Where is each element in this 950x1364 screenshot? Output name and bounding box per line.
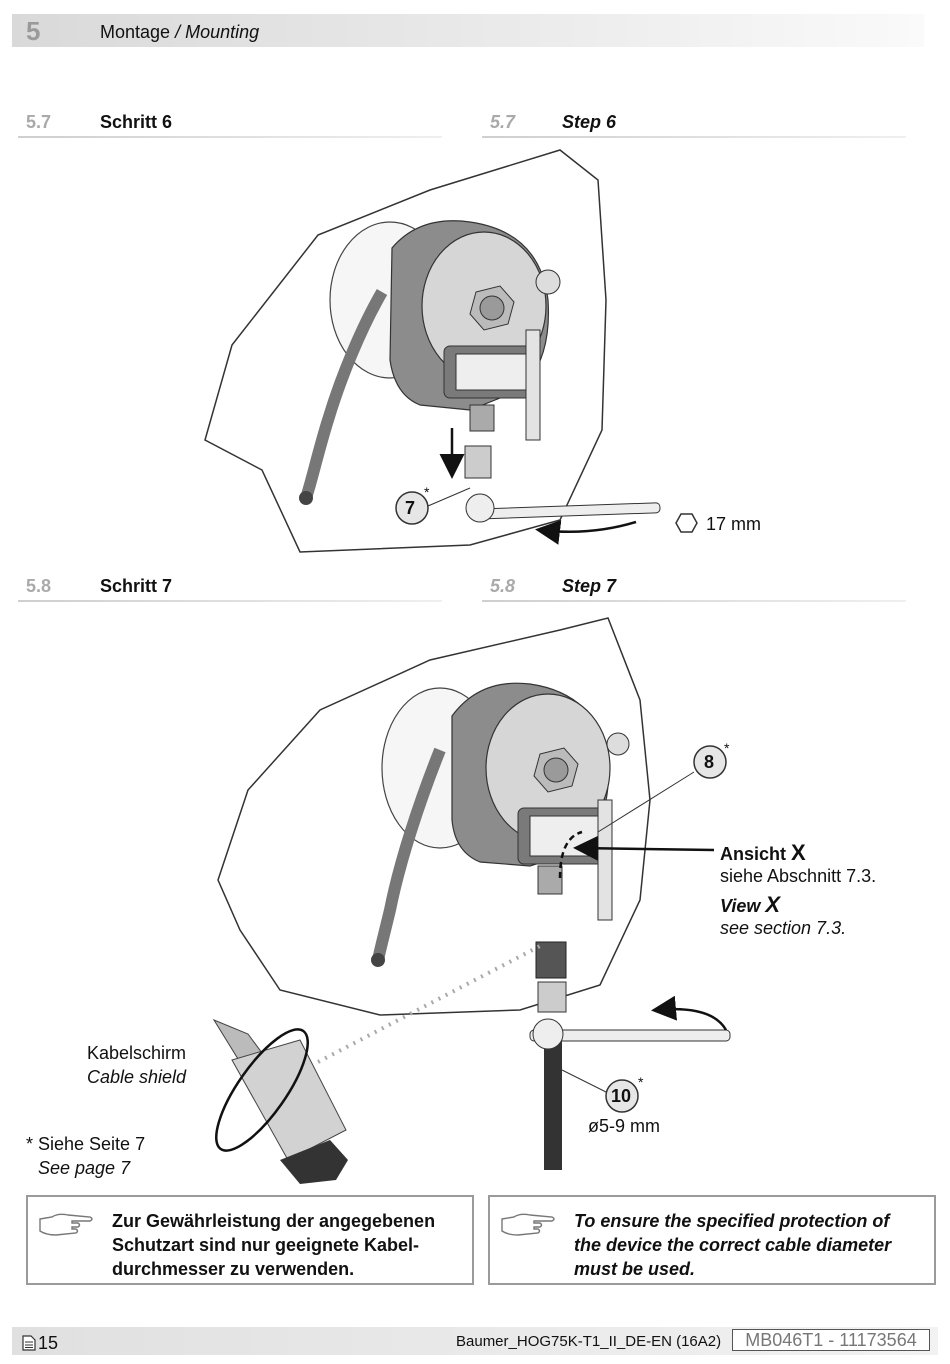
callout-8-mark: * (724, 740, 730, 756)
note-box-de: Zur Gewährleistung der angegebenen Schut… (26, 1195, 474, 1285)
note-line: To ensure the specified protection of (574, 1211, 890, 1231)
hexagon-nut-icon (675, 513, 698, 533)
document-id: MB046T1 - 11173564 (732, 1329, 930, 1351)
note-text-de: Zur Gewährleistung der angegebenen Schut… (112, 1209, 435, 1281)
section-rule (18, 136, 442, 138)
note-line: durchmesser zu verwenden. (112, 1259, 355, 1279)
callout-7-mark: * (424, 484, 430, 500)
page-icon (22, 1335, 36, 1351)
section-rule (18, 600, 442, 602)
document-name: Baumer_HOG75K-T1_II_DE-EN (16A2) (456, 1333, 722, 1350)
section-title: Step 7 (562, 576, 617, 596)
cable-diameter-label: ø5-9 mm (588, 1116, 660, 1136)
note-line: the device the correct cable diameter (574, 1235, 892, 1255)
turn-arrow (535, 519, 637, 545)
figure-step-7 (212, 617, 731, 1184)
section-title: Schritt 7 (100, 576, 173, 596)
view-x-reference-de: siehe Abschnitt 7.3. (720, 866, 877, 886)
note-line: must be used. (574, 1259, 696, 1279)
chapter-title-separator: / (170, 22, 186, 42)
pointing-hand-icon (39, 1213, 93, 1236)
chapter-number: 5 (26, 16, 41, 46)
section-number: 5.7 (490, 112, 516, 132)
callout-7-label: 7 (405, 498, 416, 518)
torque-arm (597, 799, 613, 921)
chapter-title-en: Mounting (185, 22, 260, 42)
turn-arrow (651, 995, 728, 1031)
chapter-header: 5 Montage / Mounting (12, 14, 924, 47)
note-text-en: To ensure the specified protection of th… (574, 1209, 891, 1281)
grounding-strap (372, 747, 446, 962)
view-x-reference-en: see section 7.3. (720, 918, 847, 938)
cable-shield-label-en: Cable shield (87, 1067, 187, 1087)
wrench-size-label: 17 mm (706, 514, 762, 534)
grounding-strap (300, 288, 388, 500)
section-rule (482, 136, 906, 138)
callout-10-mark: * (638, 1074, 644, 1090)
callout-10-label: 10 (611, 1086, 632, 1106)
section-number: 5.7 (26, 112, 52, 132)
page-number: 15 (22, 1333, 58, 1354)
view-de-word: Ansicht (720, 844, 792, 864)
view-en-word: View (720, 896, 766, 916)
section-rule (482, 600, 906, 602)
footnote-en: See page 7 (38, 1158, 131, 1178)
view-x-heading-de: Ansicht X (720, 840, 806, 866)
note-box-en: To ensure the specified protection of th… (488, 1195, 936, 1285)
cable-shield-detail (212, 1018, 348, 1184)
figure-step-6 (204, 149, 698, 553)
wrench (529, 1029, 731, 1042)
cable-gland (464, 445, 492, 479)
cable (544, 1040, 562, 1170)
chapter-title: Montage / Mounting (100, 22, 259, 43)
cable-gland-thread (469, 404, 495, 432)
cable-shield-label-de: Kabelschirm (87, 1043, 187, 1063)
callout-10-circle (605, 1079, 639, 1113)
footnote-de: * Siehe Seite 7 (26, 1134, 146, 1154)
view-letter: X (791, 840, 806, 865)
cable-gland-thread (537, 865, 563, 895)
note-line: Schutzart sind nur geeignete Kabel- (112, 1235, 420, 1255)
note-line: Zur Gewährleistung der angegebenen (112, 1211, 436, 1231)
section-title: Step 6 (562, 112, 617, 132)
callout-8-circle (693, 745, 727, 779)
section-title: Schritt 6 (100, 112, 173, 132)
dotted-guide (317, 944, 541, 1064)
cable-gland (535, 941, 567, 979)
page-footer: 15 Baumer_HOG75K-T1_II_DE-EN (16A2) MB04… (12, 1327, 938, 1355)
view-x-arrow (573, 835, 715, 861)
callout-8-label: 8 (704, 752, 715, 772)
view-letter: X (765, 892, 781, 917)
callout-7-circle (395, 491, 429, 525)
section-number: 5.8 (490, 576, 516, 596)
pointing-hand-icon (501, 1213, 555, 1236)
torque-arm (525, 329, 541, 441)
view-x-heading-en: View X (720, 892, 780, 918)
section-number: 5.8 (26, 576, 52, 596)
chapter-title-de: Montage (100, 22, 171, 42)
page-number-value: 15 (38, 1333, 59, 1353)
